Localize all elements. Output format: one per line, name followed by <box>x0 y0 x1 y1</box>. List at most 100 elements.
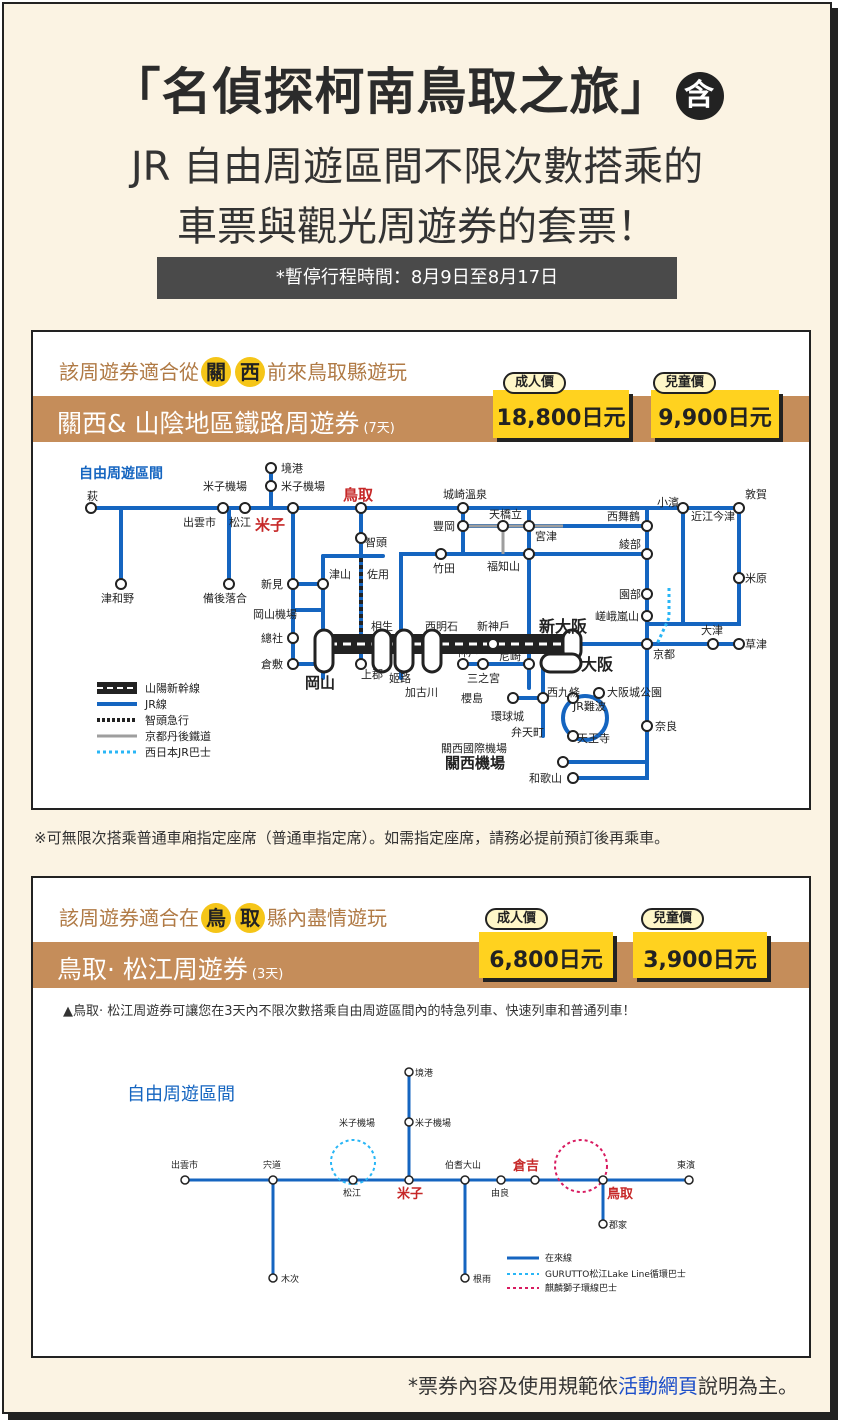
stn2-sakaiminato: 境港 <box>415 1067 433 1079</box>
stn-fukuchiyama: 福知山 <box>487 559 520 573</box>
suspension-notice: *暫停行程時間：8月9日至8月17日 <box>157 257 677 299</box>
stn-sayo: 佐用 <box>367 567 389 581</box>
legend-shinkansen: 山陽新幹線 <box>145 681 200 695</box>
stn-shinkobe: 新神戶 <box>477 619 510 633</box>
stn2-hokidaisen: 伯耆大山 <box>445 1159 481 1171</box>
pass2-intro: 該周遊券適合在鳥取縣內盡情遊玩 <box>59 902 387 933</box>
stn-sonobe: 園部 <box>619 587 641 601</box>
stn-sakurajima: 櫻島 <box>461 691 483 705</box>
stn2-tottori: 鳥取 <box>607 1186 634 1202</box>
stn2-shinji: 宍道 <box>263 1159 281 1171</box>
stn2-yonago: 米子 <box>397 1186 423 1202</box>
stn2-neu: 根雨 <box>473 1273 491 1285</box>
stn-tsuyama: 津山 <box>329 568 351 581</box>
stn-amanohashidate: 天橋立 <box>489 507 522 521</box>
pass1-child-price-box: 9,900日元 <box>651 390 779 438</box>
stn-osakajokoen: 大阪城公園 <box>607 685 662 699</box>
pass1-adult-price: 18,800日元 <box>496 406 626 431</box>
pass2-adult-tag: 成人價 <box>485 908 549 930</box>
stn-nishiakashi: 西明石 <box>425 620 458 633</box>
title-badge: 含 <box>675 71 724 120</box>
stn-tsuwano: 津和野 <box>101 592 134 605</box>
stn2-higashihama: 東濱 <box>677 1159 695 1171</box>
legend-bus: 西日本JR巴士 <box>145 745 211 759</box>
stn2-matsue: 松江 <box>343 1187 361 1199</box>
stn2-yonagoair2: 米子機場 <box>415 1117 451 1129</box>
stn-ayabe: 綾部 <box>619 537 641 551</box>
pass2-panel: 該周遊券適合在鳥取縣內盡情遊玩 鳥取· 松江周遊券(3天) 6,800日元 成人… <box>31 876 811 1358</box>
stn-bentencho: 弁天町 <box>511 725 544 739</box>
pass2-adult-price-box: 6,800日元 <box>479 932 613 978</box>
stn-kinosaki: 城崎溫泉 <box>443 487 487 501</box>
pass2-area-label: 自由周遊區間 <box>127 1084 235 1105</box>
title-text: 「名偵探柯南鳥取之旅」 <box>110 63 672 121</box>
legend-tango: 京都丹後鐵道 <box>145 729 211 743</box>
stn-wakayama: 和歌山 <box>529 771 562 785</box>
legend2-kirin: 麒麟獅子環線巴士 <box>545 1282 617 1294</box>
stn-izumoshi: 出雲市 <box>183 515 216 529</box>
pass1-route-map: 自由周遊區間 萩 境港 米子機場 米子機場 出雲市 松江 津和野 備後落合 新見… <box>79 461 767 785</box>
stn-bingoochiai: 備後落合 <box>203 591 247 605</box>
stn2-kisuki: 木次 <box>281 1273 299 1285</box>
legend-chizukyuko: 智頭急行 <box>145 713 189 727</box>
stn-tennoji: 天王寺 <box>577 732 610 745</box>
pass2-name: 鳥取· 松江周遊券(3天) <box>57 955 284 984</box>
pass1-intro: 該周遊券適合從關西前來鳥取縣遊玩 <box>59 356 407 387</box>
pass2-desc: ▲鳥取· 松江周遊券可讓您在3天內不限次數搭乘自由周遊區間內的特急列車、快速列車… <box>63 1004 636 1019</box>
page-frame: 「名偵探柯南鳥取之旅」含 JR 自由周遊區間不限次數搭乘的 車票與觀光周遊券的套… <box>2 2 832 1414</box>
stn-sannomiya: 三之宮 <box>467 671 500 685</box>
pass1-child-price: 9,900日元 <box>658 406 772 431</box>
stn-yonago: 米子 <box>255 516 285 534</box>
stn-nishimaizuru: 西舞鶴 <box>607 509 640 523</box>
stn-hagi: 萩 <box>87 490 98 503</box>
stn2-koge: 郡家 <box>609 1219 627 1231</box>
stn-okayamaair: 岡山機場 <box>253 607 297 621</box>
pass2-legend: 在來線 GURUTTO松江Lake Line循環巴士 麒麟獅子環線巴士 <box>507 1252 686 1294</box>
subtitle-line1: JR 自由周遊區間不限次數搭乘的 <box>130 144 704 190</box>
stn-kakogawa: 加古川 <box>405 686 438 699</box>
stn-shinosaka: 新大阪 <box>539 617 588 636</box>
stn-aioi: 相生 <box>371 619 393 633</box>
stn-sagaarashiyama: 嵯峨嵐山 <box>595 610 639 623</box>
stn-nishikujo: 西九條 <box>547 685 580 699</box>
subtitle-line2: 車票與觀光周遊券的套票！ <box>177 204 657 250</box>
stn-kixair: 關西國際機場 <box>441 741 507 755</box>
stn-niimi: 新見 <box>261 577 283 591</box>
event-page-link[interactable]: 活動網頁 <box>618 1374 698 1398</box>
stn-kurashiki: 倉敷 <box>261 657 283 671</box>
stn-chizu: 智頭 <box>365 535 387 549</box>
stn-obama: 小濱 <box>657 495 679 509</box>
pass2-route-map: 自由周遊區間 境港 米子機場 米子機場 出雲市 <box>127 1067 695 1294</box>
stn-matsue: 松江 <box>229 515 251 529</box>
pass1-note: ※可無限次搭乘普通車廂指定座席（普通車指定席）。如需指定座席，請務必提前預訂後再… <box>34 829 670 847</box>
stn-kusatsu: 草津 <box>745 638 767 651</box>
stn-miyazu: 宮津 <box>535 529 557 543</box>
stn2-kurayoshi: 倉吉 <box>512 1158 539 1174</box>
stn2-izumoshi: 出雲市 <box>171 1159 198 1171</box>
stn2-yura: 由良 <box>491 1187 509 1199</box>
stn-amagasaki: 尼崎 <box>499 649 521 663</box>
stn-nara: 奈良 <box>655 719 677 733</box>
stn-kobe: 神戶 <box>457 645 479 659</box>
stn-sakaiminato: 境港 <box>281 461 303 475</box>
pass1-child-tag: 兒童價 <box>653 372 717 394</box>
stn-yonagoair2: 米子機場 <box>281 479 325 493</box>
pass1-adult-tag: 成人價 <box>503 372 567 394</box>
stn-himeji: 姬路 <box>389 672 411 685</box>
stn-kamigori: 上郡 <box>361 668 383 681</box>
pass1-area-label: 自由周遊區間 <box>79 465 163 482</box>
stn-tottori: 鳥取 <box>343 486 374 504</box>
stn-soja: 總社 <box>261 631 283 645</box>
stn-tsuruga: 敦賀 <box>745 487 767 501</box>
pass1-adult-price-box: 18,800日元 <box>493 390 629 438</box>
pass2-child-tag: 兒童價 <box>641 908 705 930</box>
stn2-yonagoair: 米子機場 <box>339 1117 375 1129</box>
page-title: 「名偵探柯南鳥取之旅」含 <box>4 52 830 124</box>
stn-otsu: 大津 <box>701 623 723 637</box>
legend2-gurutto: GURUTTO松江Lake Line循環巴士 <box>545 1268 686 1280</box>
stn-okayama: 岡山 <box>305 674 335 692</box>
stn-takeda: 竹田 <box>433 561 455 575</box>
pass1-panel: 該周遊券適合從關西前來鳥取縣遊玩 關西& 山陰地區鐵路周遊券(7天) 18,80… <box>31 330 811 810</box>
stn-maibara: 米原 <box>745 572 767 585</box>
stn-universal: 環球城 <box>491 709 524 723</box>
